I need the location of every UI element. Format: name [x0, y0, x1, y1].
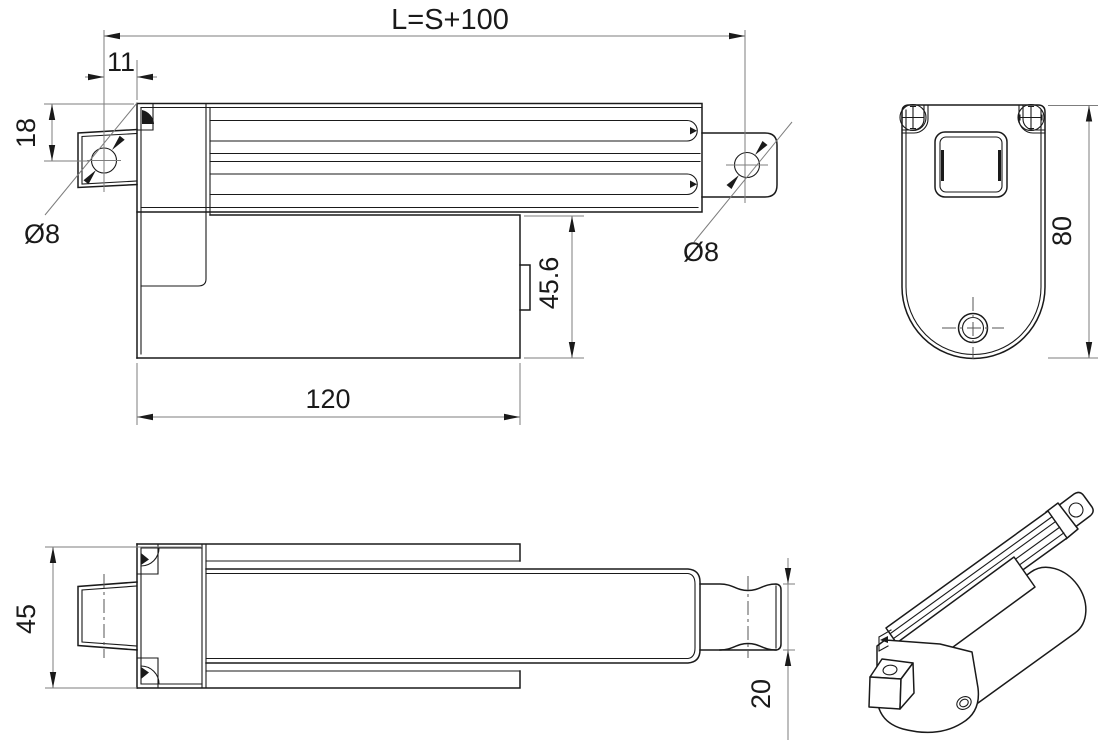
dim-motor-length: 120: [305, 384, 350, 414]
rod-end-block: [701, 132, 778, 198]
dim-overall-length: L=S+100: [391, 4, 509, 36]
isometric-view: [868, 491, 1094, 734]
dim-motor-height: 45.6: [534, 257, 564, 310]
dim-cross-height: 80: [1047, 216, 1077, 246]
lug-detail: [141, 667, 149, 679]
dim-front-hole: Ø8: [24, 219, 60, 249]
rail-cap-mark: [690, 127, 697, 135]
end-view: 80: [899, 103, 1098, 360]
top-view: 45 20: [11, 543, 795, 740]
side-view: L=S+100 11 18 Ø8 Ø8 45.6 120: [11, 4, 793, 425]
screw-left: [899, 103, 927, 132]
dim-clevis-drop: 18: [11, 118, 41, 148]
dim-body-width: 45: [11, 604, 41, 634]
rail-cap-mark: [690, 180, 697, 188]
screw-right: [1017, 103, 1045, 132]
iso-rear-tab: [1057, 491, 1094, 529]
lug-detail: [142, 110, 154, 124]
connector-bump: [519, 264, 531, 311]
dim-pin-to-body: 11: [107, 47, 135, 77]
dim-rod-dia: 20: [746, 679, 776, 709]
lug-detail: [141, 553, 149, 565]
square-opening: [934, 131, 1008, 198]
dim-rear-hole: Ø8: [683, 237, 719, 267]
